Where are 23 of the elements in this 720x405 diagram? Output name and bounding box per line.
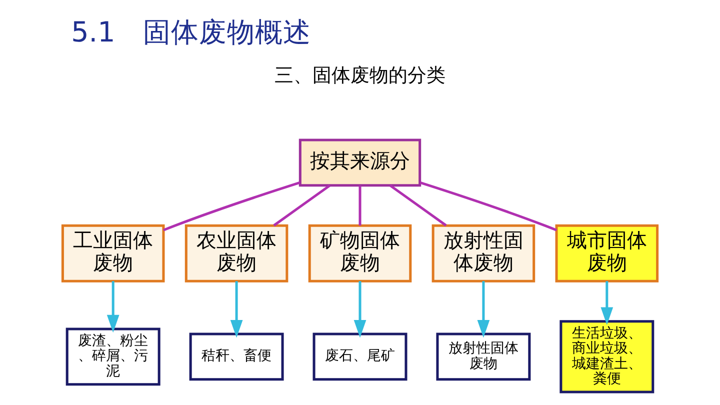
arrow xyxy=(600,280,614,324)
node-box: 按其来源分 xyxy=(298,138,422,186)
diagram-title: 5.1 固体废物概述 xyxy=(71,14,312,48)
node-box: 放射性固体废物 xyxy=(436,332,531,380)
node-box: 工业固体废物 xyxy=(61,224,165,282)
arrow xyxy=(354,280,366,338)
connector xyxy=(358,185,362,226)
arrow xyxy=(230,280,243,338)
node-box: 废石、尾矿 xyxy=(312,332,408,380)
connector xyxy=(420,180,557,231)
label: 三、固体废物的分类 xyxy=(274,64,446,86)
node-box: 城市固体废物 xyxy=(555,224,659,282)
arrow xyxy=(477,280,490,338)
node-box: 废渣、粉尘、碎屑、污泥 xyxy=(66,327,160,386)
node-box: 放射性固体废物 xyxy=(432,224,536,282)
node-box: 农业固体废物 xyxy=(184,224,288,282)
connector xyxy=(163,180,300,231)
connector xyxy=(389,184,447,226)
node-box: 生活垃圾、商业垃圾、城建渣土、粪便 xyxy=(560,320,654,393)
node-box: 秸秆、畜便 xyxy=(189,332,284,380)
node-box: 矿物固体废物 xyxy=(308,224,412,282)
arrow xyxy=(106,280,120,332)
connector xyxy=(273,184,331,226)
